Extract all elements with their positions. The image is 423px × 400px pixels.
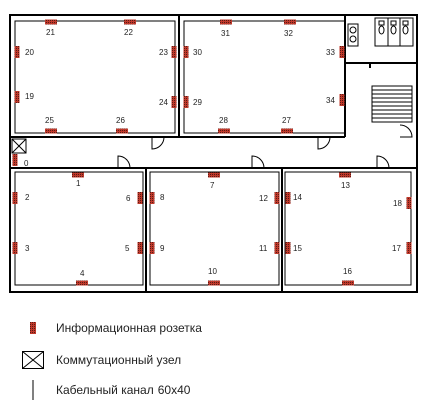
outlet-label-0: 0 (24, 159, 29, 168)
outlet-marker-1 (72, 172, 84, 178)
outlet-marker-24 (171, 96, 177, 108)
outlet-label-23: 23 (159, 48, 168, 57)
toilets (374, 17, 414, 47)
outlet-marker-26 (116, 128, 128, 134)
legend-switch-node-label: Коммутационный узел (56, 353, 182, 367)
outlet-marker-25 (45, 128, 57, 134)
outlet-label-9: 9 (160, 244, 165, 253)
legend-outlet: Информационная розетка (20, 318, 202, 338)
outlet-marker-7 (208, 172, 220, 178)
outlet-marker-4 (76, 280, 88, 286)
door-swings (117, 124, 413, 169)
outlet-marker-21 (45, 19, 57, 25)
outlet-label-31: 31 (221, 29, 230, 38)
outlet-label-8: 8 (160, 193, 165, 202)
outlet-marker-10 (208, 280, 220, 286)
outlet-label-7: 7 (210, 181, 215, 190)
outlet-label-22: 22 (124, 28, 133, 37)
outlet-label-1: 1 (76, 179, 81, 188)
outlet-label-14: 14 (293, 193, 302, 202)
outlet-label-18: 18 (393, 199, 402, 208)
outlet-label-5: 5 (125, 244, 130, 253)
outlet-label-21: 21 (46, 28, 55, 37)
outlet-label-26: 26 (116, 116, 125, 125)
sinks (347, 23, 359, 47)
outlet-marker-27 (281, 128, 293, 134)
outlet-marker-32 (284, 19, 296, 25)
outlet-marker-22 (124, 19, 136, 25)
outlet-marker-17 (406, 242, 412, 254)
outlet-label-33: 33 (326, 48, 335, 57)
outlet-marker-5 (137, 242, 143, 254)
outlet-marker-20 (14, 46, 20, 58)
legend-switch-node: Коммутационный узел (20, 350, 181, 370)
outer-walls (9, 14, 418, 293)
outlet-marker-34 (339, 94, 345, 106)
outlet-marker-30 (183, 46, 189, 58)
outlet-marker-11 (274, 242, 280, 254)
outlet-label-19: 19 (25, 92, 34, 101)
outlet-label-27: 27 (282, 116, 291, 125)
staircase (371, 85, 413, 123)
legend-cable-channel: Кабельный канал 60x40 (20, 380, 190, 400)
outlet-marker-12 (274, 192, 280, 204)
outlet-marker-6 (137, 192, 143, 204)
inner-wall-lines (14, 20, 412, 286)
outlet-label-25: 25 (45, 116, 54, 125)
outlet-marker-18 (406, 197, 412, 209)
outlet-marker-31 (220, 19, 232, 25)
outlet-label-17: 17 (392, 244, 401, 253)
legend-cable-channel-label: Кабельный канал (56, 383, 154, 397)
outlet-label-2: 2 (25, 193, 30, 202)
legend-outlet-label: Информационная розетка (56, 321, 202, 335)
outlet-marker-8 (149, 192, 155, 204)
outlet-marker-9 (149, 242, 155, 254)
outlet-label-20: 20 (25, 48, 34, 57)
outlet-label-13: 13 (341, 181, 350, 190)
outlet-label-3: 3 (25, 244, 30, 253)
outlet-label-16: 16 (343, 267, 352, 276)
outlet-marker-0 (12, 154, 18, 166)
switch-node-icon (11, 138, 27, 154)
outlet-label-32: 32 (284, 29, 293, 38)
legend-cable-channel-size: 60x40 (157, 383, 191, 397)
outlet-label-4: 4 (80, 269, 85, 278)
outlet-label-6: 6 (126, 194, 131, 203)
outlet-marker-16 (342, 280, 354, 286)
outlet-label-30: 30 (193, 48, 202, 57)
outlet-marker-33 (339, 46, 345, 58)
outlet-marker-29 (183, 96, 189, 108)
outlet-label-24: 24 (159, 98, 168, 107)
outlet-marker-19 (14, 91, 20, 103)
outlet-marker-13 (339, 172, 351, 178)
outlet-marker-28 (218, 128, 230, 134)
interior-walls (10, 15, 417, 292)
outlet-marker-15 (285, 242, 291, 254)
outlet-marker-3 (12, 242, 18, 254)
cross-box-icon (20, 351, 46, 369)
outlet-label-12: 12 (259, 194, 268, 203)
outlet-label-29: 29 (193, 98, 202, 107)
outlet-marker-2 (12, 192, 18, 204)
outlet-marker-14 (285, 192, 291, 204)
cable-line-icon (20, 380, 46, 400)
outlet-marker-23 (171, 46, 177, 58)
legend: Информационная розетка Коммутационный уз… (0, 312, 423, 400)
outlet-icon (20, 322, 46, 334)
outlet-label-34: 34 (326, 96, 335, 105)
outlet-label-15: 15 (293, 244, 302, 253)
outlet-label-10: 10 (208, 267, 217, 276)
outlet-label-11: 11 (259, 244, 268, 253)
outlet-label-28: 28 (219, 116, 228, 125)
